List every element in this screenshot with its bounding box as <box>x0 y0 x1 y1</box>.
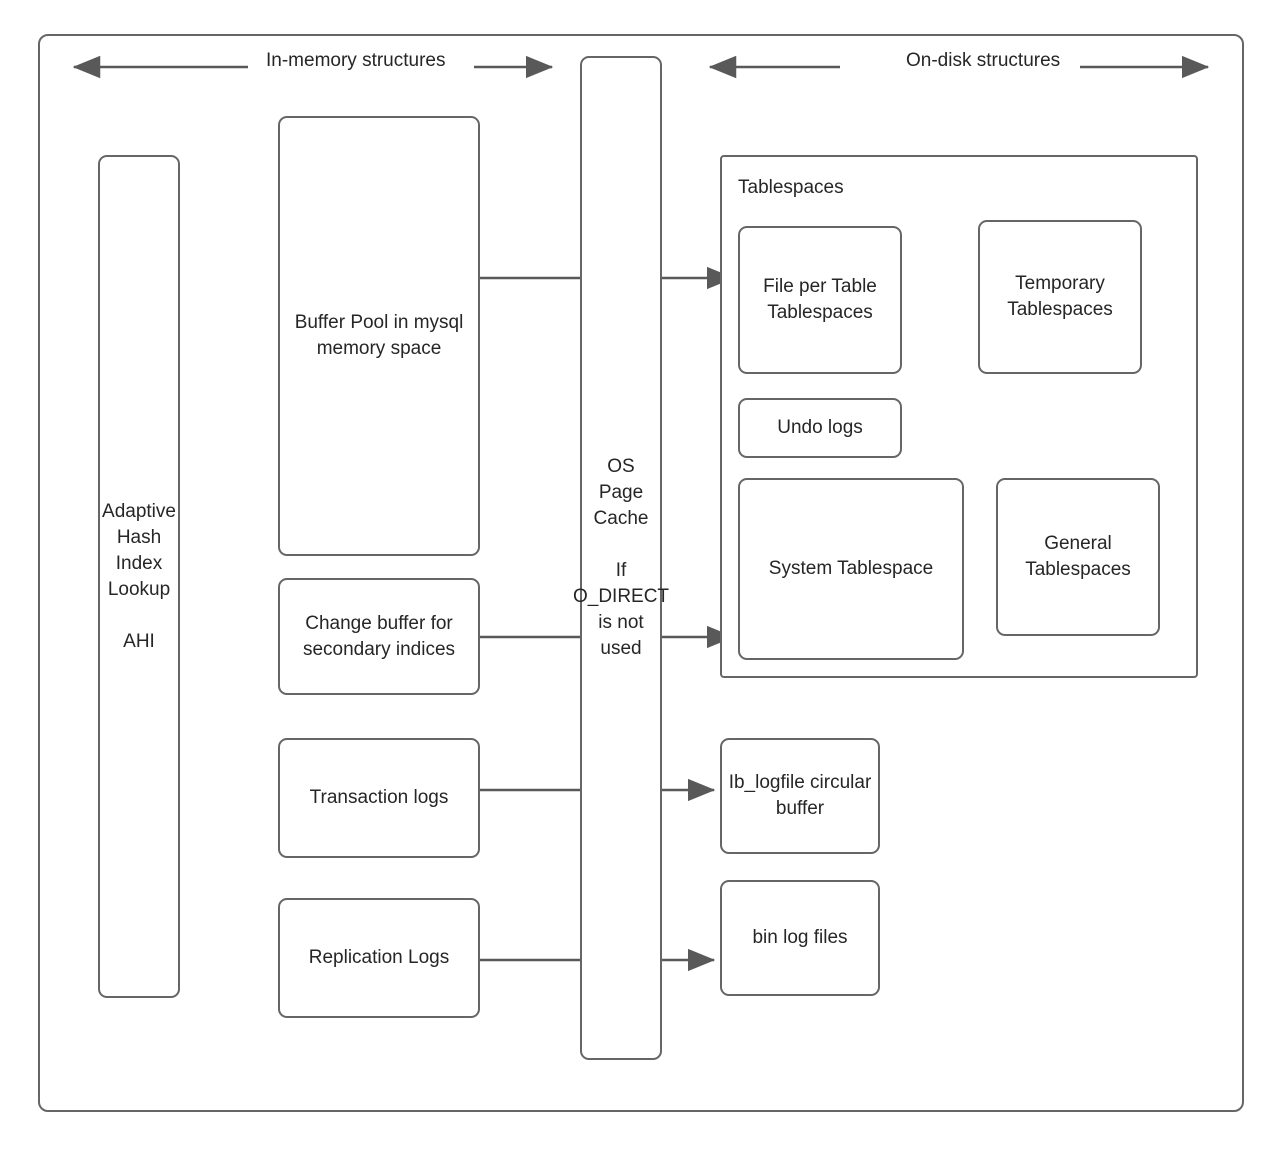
node-file-per-table-tablespaces[interactable]: File per Table Tablespaces <box>738 226 902 374</box>
node-bin-log-files[interactable]: bin log files <box>720 880 880 996</box>
node-label-buffer-pool: Buffer Pool in mysql memory space <box>294 312 464 359</box>
node-transaction-logs[interactable]: Transaction logs <box>278 738 480 858</box>
node-label-adaptive-hash-index: Adaptive Hash Index Lookup AHI <box>102 500 176 652</box>
node-label-replication-logs: Replication Logs <box>308 947 450 968</box>
node-temporary-tablespaces[interactable]: Temporary Tablespaces <box>978 220 1142 374</box>
node-label-system-tablespace: System Tablespace <box>768 558 934 579</box>
node-replication-logs[interactable]: Replication Logs <box>278 898 480 1018</box>
node-label-transaction-logs: Transaction logs <box>309 787 449 808</box>
node-label-file-per-table-tablespaces: File per Table Tablespaces <box>763 276 877 323</box>
group-label-tablespaces: Tablespaces <box>738 177 844 198</box>
node-general-tablespaces[interactable]: General Tablespaces <box>996 478 1160 636</box>
node-label-general-tablespaces: General Tablespaces <box>1025 533 1131 580</box>
band-label-in-memory: In-memory structures <box>256 50 456 72</box>
node-system-tablespace[interactable]: System Tablespace <box>738 478 964 660</box>
node-adaptive-hash-index[interactable]: Adaptive Hash Index Lookup AHI <box>98 155 180 998</box>
node-buffer-pool[interactable]: Buffer Pool in mysql memory space <box>278 116 480 556</box>
node-os-page-cache[interactable]: OS Page Cache If O_DIRECT is not used <box>573 56 669 1060</box>
band-label-on-disk: On-disk structures <box>896 50 1071 72</box>
node-label-temporary-tablespaces: Temporary Tablespaces <box>1007 273 1113 320</box>
node-ib-logfile[interactable]: Ib_logfile circular buffer <box>720 738 880 854</box>
node-label-os-page-cache: OS Page Cache If O_DIRECT is not used <box>572 456 670 659</box>
node-label-bin-log-files: bin log files <box>752 927 848 948</box>
node-label-change-buffer: Change buffer for secondary indices <box>302 612 456 660</box>
node-label-ib-logfile: Ib_logfile circular buffer <box>728 772 872 819</box>
node-change-buffer[interactable]: Change buffer for secondary indices <box>278 578 480 695</box>
node-label-undo-logs: Undo logs <box>777 417 863 438</box>
node-undo-logs[interactable]: Undo logs <box>738 398 902 458</box>
